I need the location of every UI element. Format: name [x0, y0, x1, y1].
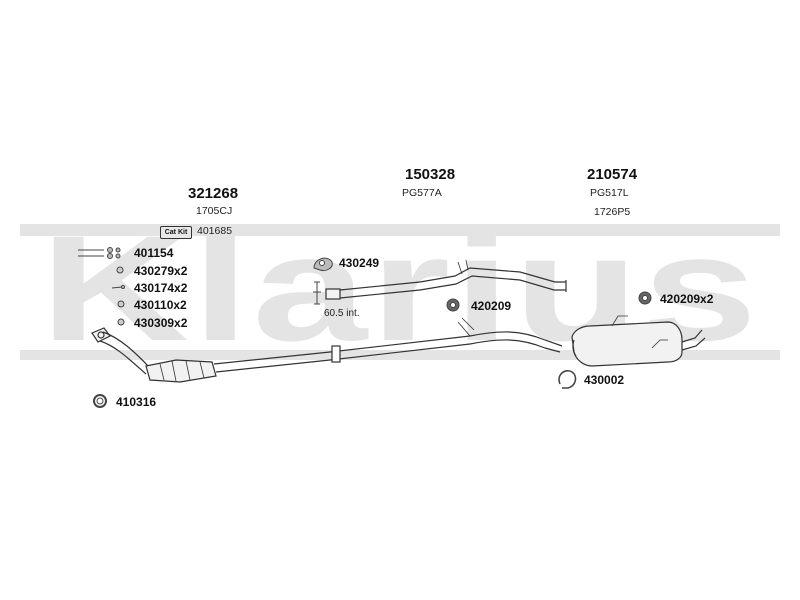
fitting-label: 430002	[584, 373, 625, 387]
main-part-number: 321268	[188, 185, 239, 202]
middle-pipe-section	[457, 317, 563, 353]
screw-icon	[111, 285, 125, 289]
mounting-rubber-icon	[446, 298, 460, 312]
fitting-label: 430279x2	[134, 264, 188, 278]
fitting-label: 430174x2	[134, 281, 188, 295]
spring-icon	[117, 300, 125, 308]
product-code: PG517L	[590, 187, 629, 199]
bolt-set-icon	[78, 247, 121, 259]
fitting-label: 410316	[116, 395, 157, 409]
fitting-icons	[78, 247, 652, 408]
intermediate-pipe	[325, 259, 567, 300]
fitting-label: 430110x2	[134, 298, 187, 312]
main-part-number: 150328	[405, 166, 456, 183]
rear-silencer	[571, 315, 706, 367]
cat-kit-badge: Cat Kit	[160, 226, 192, 239]
fitting-label: 401154	[134, 246, 174, 260]
gasket-ring-icon	[93, 394, 107, 408]
cat-kit-part-number: 401685	[197, 225, 233, 237]
rubber-hanger-icon	[313, 257, 333, 271]
nut-icon	[116, 266, 124, 274]
main-part-number: 210574	[587, 166, 638, 183]
washer-icon	[117, 318, 125, 326]
fitting-label: 430249	[339, 256, 380, 270]
pipe-diameter-note: 60.5 int.	[324, 308, 360, 319]
front-pipe-catalyst	[91, 327, 471, 383]
mounting-rubber-pair-icon	[638, 291, 652, 305]
clamp-icon	[313, 281, 321, 305]
fitting-label: 420209	[471, 299, 512, 313]
fitting-label: 420209x2	[660, 292, 714, 306]
fitting-label: 430309x2	[134, 316, 188, 330]
product-code: 1705CJ	[196, 205, 233, 217]
band-clamp-icon	[558, 369, 577, 389]
product-code-secondary: 1726P5	[594, 206, 631, 218]
product-code: PG577A	[402, 187, 442, 199]
